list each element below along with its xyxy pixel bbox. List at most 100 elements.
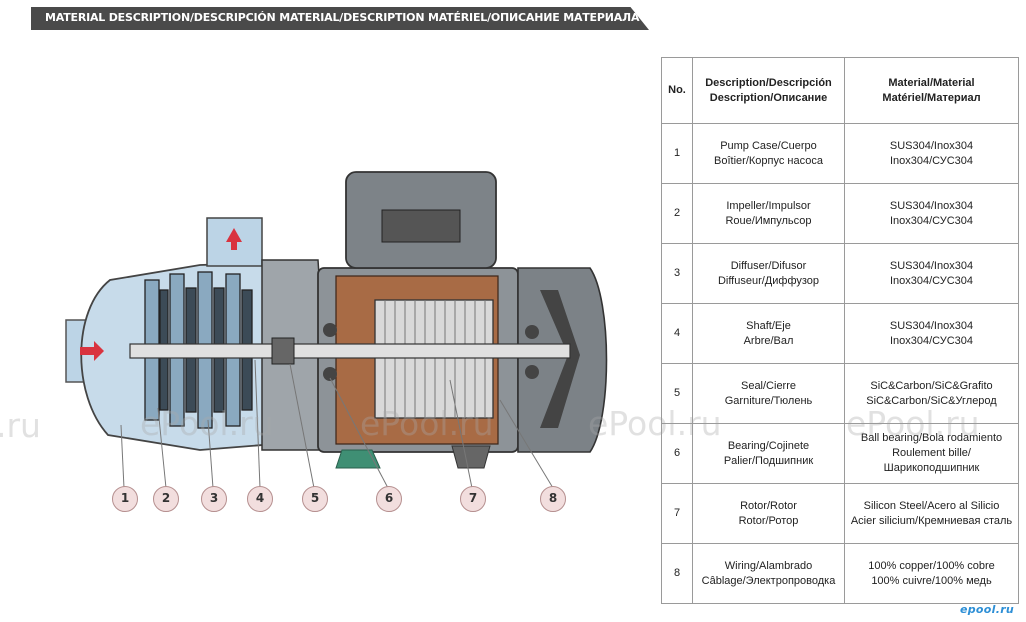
bearing-front-upper xyxy=(323,323,337,337)
outlet-arrow xyxy=(226,228,242,250)
header-no: No. xyxy=(661,57,693,124)
description-line-2: Câblage/Электропроводка xyxy=(701,574,836,587)
pump-illustration xyxy=(65,171,608,489)
header-material: Material/Material Matériel/Материал xyxy=(844,57,1019,124)
callout-2: 2 xyxy=(153,486,179,512)
section-title-banner: MATERIAL DESCRIPTION/DESCRIPCIÓN MATERIA… xyxy=(31,7,649,30)
row-number: 7 xyxy=(661,483,693,544)
material-line-1: Silicon Steel/Acero al Silicio xyxy=(863,499,1000,512)
description-line-1: Seal/Cierre xyxy=(740,379,797,392)
description-line-2: Arbre/Вал xyxy=(743,334,794,347)
callout-5: 5 xyxy=(302,486,328,512)
description-line-2: Palier/Подшипник xyxy=(723,454,814,467)
material-line-2: SiC&Carbon/SiC&Углерод xyxy=(866,394,997,407)
description-line-2: Diffuseur/Диффузор xyxy=(717,274,820,287)
section-title: MATERIAL DESCRIPTION/DESCRIPCIÓN MATERIA… xyxy=(45,11,640,24)
row-number: 1 xyxy=(661,123,693,184)
watermark-1: ePool.ru xyxy=(140,404,274,443)
callout-1: 1 xyxy=(112,486,138,512)
description-line-1: Shaft/Eje xyxy=(746,319,791,332)
fan-cover xyxy=(517,267,608,453)
row-number: 3 xyxy=(661,243,693,304)
description-line-2: Boîtier/Корпус насоса xyxy=(714,154,823,167)
site-logo: epool.ru xyxy=(960,603,1015,616)
table-header-row: No. Description/Descripción Description/… xyxy=(661,57,1019,124)
header-description: Description/Descripción Description/Опис… xyxy=(692,57,845,124)
material-line-2: Acier silicium/Кремниевая сталь xyxy=(850,514,1013,527)
mechanical-seal xyxy=(271,337,295,365)
callout-4: 4 xyxy=(247,486,273,512)
row-number: 6 xyxy=(661,423,693,484)
header-material-line-1: Material/Material xyxy=(888,76,975,89)
motor-foot xyxy=(451,445,491,469)
inlet-arrow xyxy=(80,341,104,361)
description-line-2: Roue/Импульсор xyxy=(725,214,812,227)
material-line-1: SiC&Carbon/SiC&Grafito xyxy=(870,379,993,392)
description-line-1: Pump Case/Cuerpo xyxy=(720,139,817,152)
pump-cutaway-diagram: 1 2 3 4 5 6 7 8 xyxy=(0,150,650,530)
callout-8: 8 xyxy=(540,486,566,512)
base-foot xyxy=(335,449,381,469)
description-line-1: Diffuser/Difusor xyxy=(730,259,807,272)
material-line-1: SUS304/Inox304 xyxy=(889,139,974,152)
material-line-2: Inox304/СУС304 xyxy=(889,334,974,347)
material-line-2: 100% cuivre/100% медь xyxy=(871,574,992,587)
bearing-front-lower xyxy=(323,367,337,381)
header-description-line-2: Description/Описание xyxy=(709,91,828,104)
description-line-1: Rotor/Rotor xyxy=(740,499,797,512)
header-description-line-1: Description/Descripción xyxy=(705,76,832,89)
material-line-1: 100% copper/100% cobre xyxy=(868,559,995,572)
callout-6: 6 xyxy=(376,486,402,512)
shaft xyxy=(129,343,571,359)
material-table: No. Description/Descripción Description/… xyxy=(661,57,1019,604)
material-line-2: Roulement bille/Шарикоподшипник xyxy=(883,447,980,474)
bearing-rear-upper xyxy=(525,325,539,339)
header-material-line-2: Matériel/Материал xyxy=(882,91,981,104)
callout-3: 3 xyxy=(201,486,227,512)
material-line-2: Inox304/СУС304 xyxy=(889,274,974,287)
row-number: 2 xyxy=(661,183,693,244)
row-material: 100% copper/100% cobre 100% cuivre/100% м… xyxy=(844,543,1019,604)
material-line-1: SUS304/Inox304 xyxy=(889,199,974,212)
terminal-block xyxy=(381,209,461,243)
description-line-2: Garniture/Тюлень xyxy=(724,394,813,407)
description-line-1: Bearing/Cojinete xyxy=(727,439,810,452)
callout-7: 7 xyxy=(460,486,486,512)
material-line-2: Inox304/СУС304 xyxy=(889,214,974,227)
watermark-fragment: .ru xyxy=(0,406,41,445)
row-number: 5 xyxy=(661,363,693,424)
bearing-rear-lower xyxy=(525,365,539,379)
rotor-laminations xyxy=(384,300,486,418)
row-number: 4 xyxy=(661,303,693,364)
material-line-1: Ball bearing/Bola rodamiento xyxy=(860,432,1003,444)
watermark-2: ePool.ru xyxy=(360,404,494,443)
row-number: 8 xyxy=(661,543,693,604)
cooling-fan xyxy=(540,290,580,428)
material-line-1: SUS304/Inox304 xyxy=(889,259,974,272)
material-line-2: Inox304/СУС304 xyxy=(889,154,974,167)
description-line-1: Impeller/Impulsor xyxy=(726,199,811,212)
